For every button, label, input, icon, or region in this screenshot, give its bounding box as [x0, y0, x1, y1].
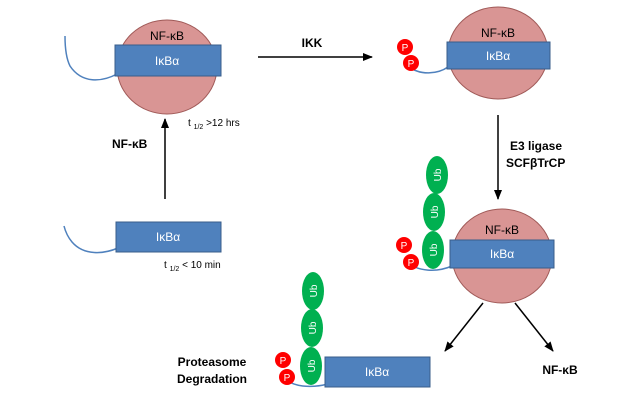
release-nfkb-arrow: [514, 302, 554, 352]
ikba-bar: [324, 356, 431, 388]
phospho-marker: [275, 352, 291, 368]
phospho-marker: [403, 254, 419, 270]
phospho-label: P: [401, 241, 408, 252]
ubiquitin-marker: [301, 309, 323, 347]
half-life-subscript: 1/2: [194, 124, 204, 131]
ubiquitin-label: Ub: [307, 359, 318, 372]
nfkb-side-label: NF-κB: [112, 137, 148, 151]
ikba-label: IκBα: [490, 247, 514, 261]
degradation-label: Degradation: [177, 372, 247, 386]
nfkb-label: NF-κB: [481, 26, 515, 40]
e3-ligase-label: E3 ligase: [510, 139, 562, 153]
complex-bound-top-left: NF-κB IκBα: [64, 19, 222, 115]
phospho-label: P: [402, 43, 409, 54]
complex-phosphorylated-top-right: P P NF-κB IκBα: [397, 6, 551, 100]
released-nfkb-label: NF-κB: [542, 363, 578, 377]
phospho-marker: [397, 39, 413, 55]
ubiquitin-label: Ub: [308, 321, 319, 334]
ubiquitin-marker: [300, 347, 322, 385]
ikba-proteasome-bottom: Ub Ub Ub P P IκBα: [275, 272, 431, 388]
ubiquitin-marker: [426, 156, 448, 194]
ikk-label: IKK: [302, 36, 323, 50]
ikba-bar: [449, 239, 555, 269]
phospho-marker: [403, 55, 419, 71]
half-life-bound: t 1/2 >12 hrs: [188, 118, 240, 132]
ikba-bar: [115, 221, 222, 253]
ubiquitin-marker: [422, 231, 444, 269]
to-proteasome-arrow: [444, 302, 484, 352]
ubiquitin-label: Ub: [433, 168, 444, 181]
phospho-marker: [279, 369, 295, 385]
half-life-free: t 1/2 < 10 min: [164, 260, 221, 274]
complex-ubiquitinated-middle-right: Ub Ub Ub P P NF-κB IκBα: [396, 156, 555, 304]
half-life-subscript: 1/2: [170, 266, 180, 273]
half-life-value: >12 hrs: [206, 118, 240, 129]
ubiquitin-label: Ub: [309, 284, 320, 297]
ikba-label: IκBα: [155, 54, 179, 68]
ikba-label: IκBα: [486, 49, 510, 63]
ubiquitin-label: Ub: [429, 243, 440, 256]
ikba-bar: [114, 44, 222, 77]
ikba-label: IκBα: [156, 230, 180, 244]
half-life-t: t: [188, 118, 191, 129]
half-life-value: < 10 min: [182, 260, 221, 271]
ikba-label: IκBα: [365, 365, 389, 379]
ikba-tail: [64, 35, 118, 81]
ikba-tail: [63, 225, 119, 254]
free-ikba-bottom-left: IκBα: [63, 221, 222, 254]
nfkb-label: NF-κB: [485, 223, 519, 237]
phospho-label: P: [408, 258, 415, 269]
e3-ligase-name: SCFβTrCP: [506, 156, 565, 170]
ubiquitin-marker: [423, 193, 445, 231]
half-life-t: t: [164, 260, 167, 271]
ubiquitin-marker: [302, 272, 324, 310]
proteasome-label: Proteasome: [178, 355, 247, 369]
phospho-label: P: [408, 59, 415, 70]
ikba-bar: [446, 41, 551, 70]
ubiquitin-label: Ub: [430, 205, 441, 218]
phospho-label: P: [284, 373, 291, 384]
phospho-label: P: [280, 356, 287, 367]
phospho-marker: [396, 237, 412, 253]
nfkb-label: NF-κB: [150, 29, 184, 43]
